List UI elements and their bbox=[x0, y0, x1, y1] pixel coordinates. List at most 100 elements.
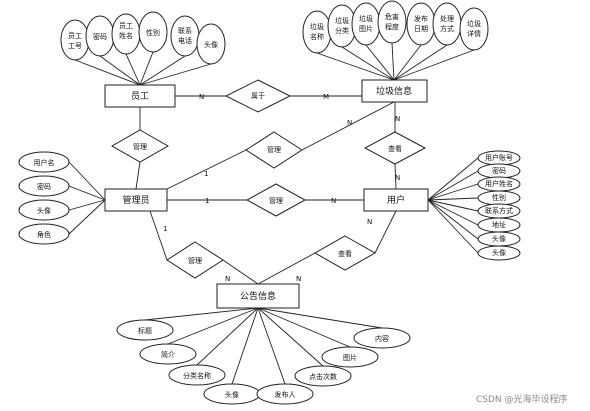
attr-user-contact-label: 联系方式 bbox=[485, 206, 513, 215]
card-garbage-manage: N bbox=[347, 119, 352, 127]
entity-employee-label: 员工 bbox=[131, 91, 149, 102]
attr-notice-clicks-label: 点击次数 bbox=[309, 372, 337, 381]
rel-manage-user-label: 管理 bbox=[269, 196, 283, 205]
attr-garbage-hazard-l2: 程度 bbox=[385, 22, 399, 31]
garbage-link-attr-2 bbox=[341, 46, 395, 81]
admin-link-attr-2 bbox=[68, 185, 106, 201]
attr-notice-intro bbox=[139, 343, 197, 365]
attr-user-account-label: 用户账号 bbox=[485, 153, 513, 162]
attr-employee-password-l1: 密码 bbox=[93, 32, 107, 41]
garbage-link-attr-3 bbox=[365, 44, 395, 81]
user-link-attr-6 bbox=[427, 199, 479, 226]
admin-link-attr-4 bbox=[68, 199, 106, 235]
entity-garbage bbox=[361, 79, 428, 103]
attr-garbage-detail bbox=[459, 7, 489, 51]
attr-garbage-detail-l1: 垃圾 bbox=[467, 19, 481, 28]
card-view-user: N bbox=[395, 174, 400, 182]
rel-manage-garbage bbox=[245, 131, 303, 169]
card-admin-manage-user: 1 bbox=[205, 197, 209, 205]
employee-link-attr-6 bbox=[139, 63, 212, 86]
card-user-view-notice: N bbox=[367, 218, 372, 226]
attr-garbage-hazard-l1: 危害 bbox=[385, 12, 399, 21]
attr-notice-intro-label: 简介 bbox=[161, 350, 175, 359]
attr-employee-name-l1: 员工 bbox=[119, 22, 133, 30]
rel-view-notice bbox=[313, 235, 377, 271]
attr-employee-phone-l1: 联系 bbox=[178, 26, 192, 35]
attr-notice-content bbox=[353, 327, 411, 349]
card-admin-manage-garbage: 1 bbox=[204, 170, 208, 178]
user-link-attr-5 bbox=[427, 199, 479, 212]
manage-notice-line bbox=[222, 259, 259, 285]
card-manage-notice-notice: N bbox=[225, 275, 230, 283]
employee-link-attr-4 bbox=[139, 51, 154, 86]
garbage-link-attr-5 bbox=[393, 44, 422, 81]
attr-user-password-label: 密码 bbox=[492, 166, 506, 175]
attr-notice-title bbox=[116, 319, 174, 341]
attr-employee-gender bbox=[138, 11, 168, 53]
user-link-attr-1 bbox=[427, 157, 479, 201]
rel-view-garbage bbox=[363, 131, 427, 165]
rel-belongs-label: 属于 bbox=[251, 92, 265, 100]
entity-admin-label: 管理员 bbox=[122, 194, 149, 206]
user-link-attr-3 bbox=[427, 183, 479, 201]
rel-manage-employee-label: 管理 bbox=[133, 142, 147, 151]
rel-manage-notice-label: 管理 bbox=[188, 256, 202, 265]
view-notice-line bbox=[257, 252, 316, 285]
employee-attributes: 员工 工号 密码 员工 姓名 性别 联系 电话 头像 bbox=[60, 11, 226, 65]
card-manage-user-user: N bbox=[331, 197, 336, 205]
garbage-link-attr-6 bbox=[393, 44, 448, 81]
relationships: 属于 管理 管理 查看 管理 管理 查看 bbox=[110, 79, 427, 279]
admin-attributes: 用户名 密码 头像 角色 bbox=[18, 151, 70, 245]
attr-user-avatar-2 bbox=[477, 245, 521, 261]
attr-garbage-name-l1: 垃圾 bbox=[310, 22, 324, 31]
attr-notice-title-label: 标题 bbox=[138, 326, 152, 335]
attr-admin-password-label: 密码 bbox=[37, 182, 51, 191]
notice-link-attr-4 bbox=[231, 307, 259, 385]
attr-user-address-label: 地址 bbox=[492, 220, 506, 229]
entity-garbage-label: 垃圾信息 bbox=[376, 85, 412, 97]
attr-employee-phone-l2: 电话 bbox=[178, 36, 192, 45]
attr-employee-id bbox=[60, 19, 90, 61]
notice-attributes: 标题 简介 分类名称 头像 发布人 点击次数 图片 内容 bbox=[116, 319, 411, 405]
employee-link-attr-2 bbox=[99, 55, 141, 86]
attr-notice-image-label: 图片 bbox=[343, 353, 357, 362]
attr-admin-role bbox=[18, 223, 70, 245]
attr-garbage-category-l2: 分类 bbox=[335, 26, 349, 35]
card-employee-belongs: N bbox=[199, 93, 204, 101]
connector-lines bbox=[68, 42, 479, 385]
attr-user-gender-label: 性别 bbox=[492, 193, 506, 202]
user-link-attr-4 bbox=[427, 197, 479, 201]
card-garbage-view: N bbox=[395, 115, 400, 123]
attr-employee-gender-l1: 性别 bbox=[146, 28, 160, 37]
notice-link-attr-5 bbox=[257, 307, 286, 385]
attr-garbage-detail-l2: 详情 bbox=[467, 29, 481, 38]
attr-garbage-date-l1: 发布 bbox=[414, 14, 428, 23]
garbage-attributes: 垃圾 名称 垃圾 分类 垃圾 图片 危害 程度 发布 日期 处理 方式 垃圾 详… bbox=[302, 0, 489, 54]
manage-garbage-line bbox=[301, 101, 395, 151]
employee-link-attr-1 bbox=[74, 59, 141, 86]
attr-employee-avatar-l1: 头像 bbox=[204, 40, 218, 49]
attr-garbage-image bbox=[351, 2, 381, 46]
attr-garbage-method-l1: 处理 bbox=[440, 14, 454, 23]
rel-view-garbage-label: 查看 bbox=[388, 144, 402, 153]
manage-admin-line bbox=[135, 161, 141, 190]
user-link-attr-7 bbox=[427, 199, 479, 240]
attr-notice-category-label: 分类名称 bbox=[183, 371, 211, 380]
card-belongs-garbage: M bbox=[323, 93, 329, 101]
attr-notice-content-label: 内容 bbox=[375, 334, 389, 343]
admin-link-attr-3 bbox=[68, 199, 106, 211]
admin-link-attr-1 bbox=[68, 161, 106, 201]
attr-garbage-category-l1: 垃圾 bbox=[335, 16, 349, 25]
user-attributes: 用户账号 密码 用户姓名 性别 联系方式 地址 头像 头像 bbox=[477, 150, 521, 261]
attr-garbage-name-l2: 名称 bbox=[310, 32, 324, 41]
attr-notice-avatar-label: 头像 bbox=[225, 390, 239, 399]
rel-view-notice-label: 查看 bbox=[338, 249, 352, 258]
notice-link-attr-3 bbox=[196, 307, 259, 366]
attr-notice-publisher bbox=[256, 383, 314, 405]
entity-notice-label: 公告信息 bbox=[240, 290, 276, 302]
attr-employee-name-l2: 姓名 bbox=[119, 31, 133, 40]
card-view-notice-notice: N bbox=[296, 275, 301, 283]
notice-link-attr-6 bbox=[257, 307, 324, 367]
attr-garbage-image-l2: 图片 bbox=[359, 24, 373, 33]
